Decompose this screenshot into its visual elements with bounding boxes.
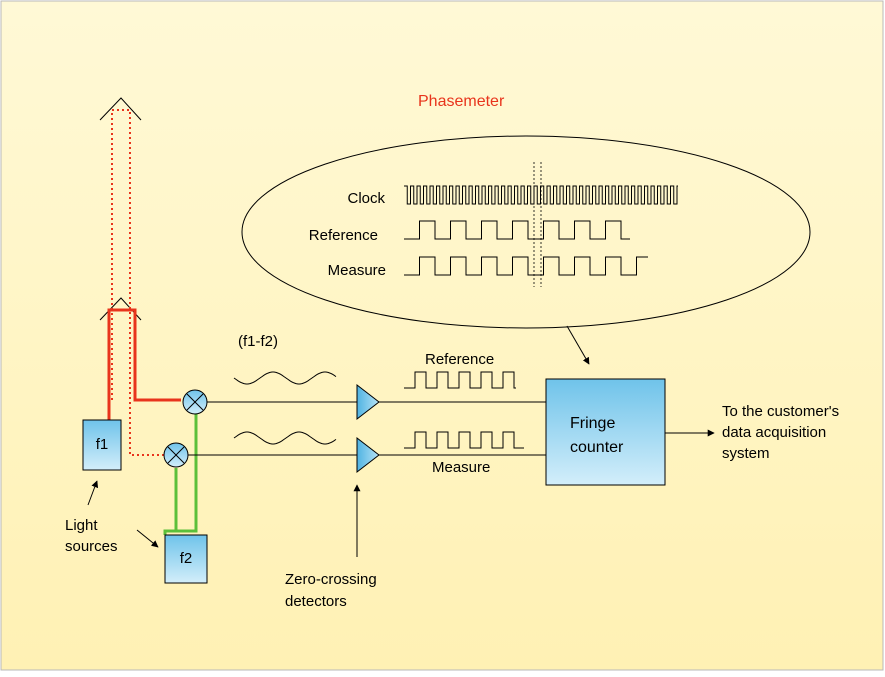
upper-zero-crossing-detector-icon <box>356 383 380 421</box>
detectors-line2: detectors <box>285 593 347 610</box>
upper-retroreflector-icon <box>99 97 142 121</box>
phasemeter-ellipse <box>241 135 811 329</box>
fringe-counter-box <box>545 378 666 486</box>
f1-label: f1 <box>96 436 109 453</box>
reference-square-wave <box>404 371 516 389</box>
measure-signal-label: Measure <box>432 459 490 476</box>
light-source-arrow-f2 <box>136 529 159 548</box>
measure-square-wave <box>404 431 524 449</box>
upper-mixer-icon <box>182 389 208 415</box>
clock-label: Clock <box>347 190 385 207</box>
fringe-counter-line2: counter <box>570 439 624 456</box>
f2-source-box <box>164 534 208 584</box>
fringe-counter-line1: Fringe <box>570 415 615 432</box>
clock-waveform <box>404 185 678 205</box>
output-label-line2: data acquisition <box>722 424 826 441</box>
light-sources-line2: sources <box>65 538 118 555</box>
measurement-beam-path <box>111 109 166 456</box>
reference-beam-path <box>107 308 181 420</box>
lower-zero-crossing-detector-icon <box>356 436 380 474</box>
reference-label: Reference <box>309 227 378 244</box>
reference-signal-label: Reference <box>425 351 494 368</box>
phasemeter-arrow <box>566 325 590 365</box>
measure-waveform <box>404 256 648 276</box>
phasemeter-title: Phasemeter <box>418 93 505 110</box>
reference-waveform <box>404 220 630 240</box>
f2-label: f2 <box>180 550 193 567</box>
f1-source-box <box>82 419 122 471</box>
lower-mixer-icon <box>163 442 189 468</box>
beat-sine-wave-upper <box>233 371 337 385</box>
beat-frequency-label: (f1-f2) <box>238 333 278 350</box>
green-wire-top-mixer <box>163 412 198 535</box>
measure-label: Measure <box>328 262 386 279</box>
output-label-line1: To the customer's <box>722 403 839 420</box>
detectors-line1: Zero-crossing <box>285 571 377 588</box>
light-source-arrow-f1 <box>87 480 99 506</box>
beat-sine-wave-lower <box>233 431 337 445</box>
light-sources-line1: Light <box>65 517 98 534</box>
output-label-line3: system <box>722 445 770 462</box>
